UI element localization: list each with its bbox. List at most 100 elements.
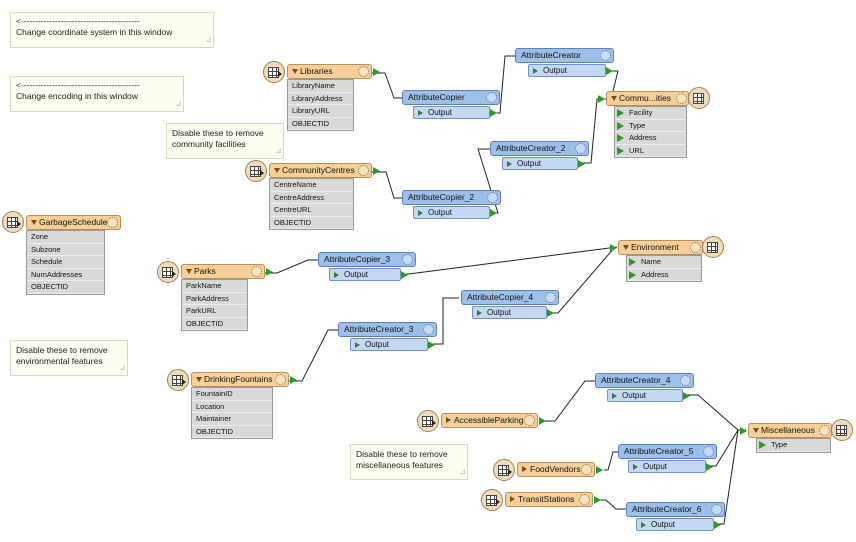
input-port[interactable]: [617, 121, 624, 130]
feature-type-header[interactable]: FoodVendors: [517, 462, 595, 477]
output-port-row[interactable]: Output: [607, 389, 683, 402]
output-port[interactable]: [266, 268, 273, 276]
transformer-header[interactable]: AttributeCopier_3: [318, 252, 416, 267]
transformer-header[interactable]: AttributeCopier_4: [461, 290, 559, 305]
input-port[interactable]: [740, 427, 747, 435]
gear-icon[interactable]: [703, 446, 714, 457]
transformer-name: AttributeCreator_2: [496, 143, 566, 153]
input-port[interactable]: [629, 258, 636, 266]
transformer-header[interactable]: AttributeCopier_2: [402, 190, 501, 205]
note-miscellaneous-features[interactable]: Disable these to remove miscellaneous fe…: [350, 444, 468, 480]
gear-icon[interactable]: [581, 464, 592, 475]
input-port[interactable]: [617, 134, 624, 142]
transformer-header[interactable]: AttributeCreator_2: [490, 141, 589, 156]
feature-type-header[interactable]: Libraries: [287, 64, 372, 79]
output-port-row[interactable]: Output: [502, 157, 578, 170]
transformer-header[interactable]: AttributeCreator_3: [338, 322, 437, 337]
attribute-row: Address: [615, 132, 686, 145]
gear-icon[interactable]: [819, 425, 830, 436]
gear-icon[interactable]: [358, 165, 369, 176]
feature-type-header[interactable]: AccessibleParking: [441, 413, 538, 428]
output-port-row[interactable]: Output: [329, 268, 401, 281]
gear-icon[interactable]: [680, 375, 691, 386]
collapse-arrow-icon[interactable]: [510, 496, 515, 502]
output-port[interactable]: [428, 341, 435, 349]
gear-icon[interactable]: [486, 92, 497, 103]
collapse-arrow-icon[interactable]: [611, 96, 617, 101]
gear-icon[interactable]: [690, 242, 701, 253]
input-port[interactable]: [617, 146, 624, 155]
output-port[interactable]: [714, 521, 721, 529]
wire-attributecreator4-to-misc: [685, 394, 746, 431]
output-port[interactable]: [606, 67, 613, 75]
gear-icon[interactable]: [579, 494, 590, 505]
feature-type-header[interactable]: Commu...ities: [606, 91, 689, 106]
feature-type-header[interactable]: Environment: [618, 240, 703, 255]
output-port-row[interactable]: Output: [413, 106, 490, 119]
output-port-row[interactable]: Output: [528, 64, 606, 77]
gear-icon[interactable]: [358, 66, 369, 77]
output-port[interactable]: [539, 417, 546, 425]
output-port-row[interactable]: Output: [636, 518, 714, 531]
attribute-list: Type: [756, 438, 831, 453]
collapse-arrow-icon[interactable]: [753, 428, 759, 433]
gear-icon[interactable]: [402, 254, 413, 265]
collapse-arrow-icon[interactable]: [446, 417, 451, 423]
output-port[interactable]: [578, 160, 585, 168]
output-port[interactable]: [401, 271, 408, 279]
note-coordinate-system[interactable]: <---------------------------------------…: [10, 12, 214, 48]
output-port-row[interactable]: Output: [472, 306, 547, 319]
feature-type-header[interactable]: DrinkingFountains: [191, 372, 289, 387]
collapse-arrow-icon[interactable]: [522, 466, 527, 472]
feature-type-header[interactable]: Parks: [181, 264, 265, 279]
output-port[interactable]: [373, 68, 380, 76]
feature-type-header[interactable]: Miscellaneous: [748, 423, 832, 438]
collapse-arrow-icon[interactable]: [186, 269, 192, 274]
collapse-arrow-icon[interactable]: [196, 377, 202, 382]
gear-icon[interactable]: [251, 266, 262, 277]
input-port[interactable]: [610, 244, 617, 252]
collapse-arrow-icon[interactable]: [292, 69, 298, 74]
feature-type-header[interactable]: TransitStations: [505, 492, 593, 507]
output-port[interactable]: [596, 466, 603, 474]
input-port[interactable]: [759, 441, 766, 449]
transformer-header[interactable]: AttributeCreator_6: [626, 502, 725, 517]
collapse-arrow-icon[interactable]: [623, 245, 629, 250]
input-port[interactable]: [598, 95, 605, 103]
input-port[interactable]: [629, 270, 636, 279]
transformer-header[interactable]: AttributeCreator_5: [618, 444, 717, 459]
gear-icon[interactable]: [107, 217, 118, 228]
collapse-arrow-icon[interactable]: [31, 220, 37, 225]
feature-type-header[interactable]: CommunityCentres: [269, 163, 372, 178]
gear-icon[interactable]: [676, 93, 687, 104]
transformer-header[interactable]: AttributeCopier: [402, 90, 500, 105]
output-port[interactable]: [547, 309, 554, 317]
collapse-arrow-icon[interactable]: [274, 168, 280, 173]
transformer-header[interactable]: AttributeCreator: [515, 48, 614, 63]
gear-icon[interactable]: [524, 415, 535, 426]
gear-icon[interactable]: [545, 292, 556, 303]
output-port-row[interactable]: Output: [350, 338, 428, 351]
note-encoding[interactable]: <---------------------------------------…: [10, 76, 184, 112]
output-port-row[interactable]: Output: [413, 206, 490, 219]
transformer-header[interactable]: AttributeCreator_4: [595, 373, 694, 388]
note-community-facilities[interactable]: Disable these to remove community facili…: [166, 123, 284, 159]
input-port[interactable]: [617, 109, 624, 117]
output-port[interactable]: [490, 109, 497, 117]
output-port[interactable]: [594, 496, 601, 504]
output-port[interactable]: [373, 167, 380, 175]
gear-icon[interactable]: [423, 324, 434, 335]
gear-icon[interactable]: [275, 374, 286, 385]
gear-icon[interactable]: [711, 504, 722, 515]
output-port[interactable]: [290, 376, 297, 384]
transformer-name: AttributeCreator_3: [344, 324, 414, 334]
gear-icon[interactable]: [600, 50, 611, 61]
output-port-row[interactable]: Output: [628, 460, 706, 473]
gear-icon[interactable]: [575, 143, 586, 154]
feature-type-header[interactable]: GarbageSchedule: [26, 215, 121, 230]
output-port[interactable]: [683, 392, 690, 400]
note-environmental-features[interactable]: Disable these to remove environmental fe…: [10, 340, 128, 376]
output-port[interactable]: [490, 209, 497, 217]
output-port[interactable]: [706, 463, 713, 471]
gear-icon[interactable]: [487, 192, 498, 203]
